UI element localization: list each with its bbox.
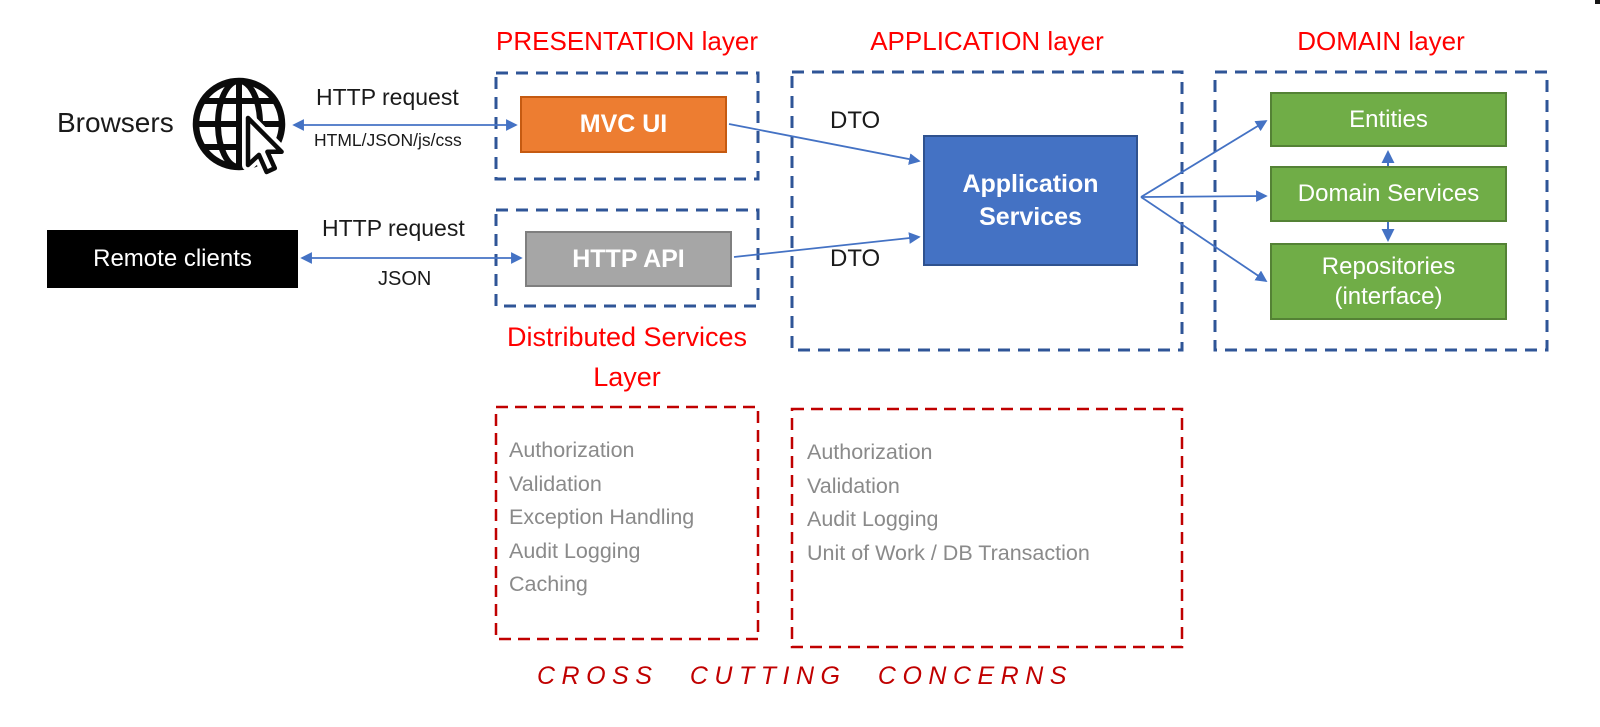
browser-link-sublabel: HTML/JSON/js/css <box>314 130 462 150</box>
domain-layer-frame <box>1213 70 1549 352</box>
title-line: Layer <box>593 362 661 392</box>
concern-item: Validation <box>807 473 900 498</box>
domain-services-node: Domain Services <box>1270 166 1507 222</box>
application-layer-frame <box>790 70 1184 352</box>
domain-layer-title: DOMAIN layer <box>1297 26 1465 56</box>
screen-artifact <box>1595 0 1600 4</box>
browser-link-label: HTTP request <box>316 84 459 110</box>
repositories-label-line: (interface) <box>1334 282 1443 310</box>
concern-item: Caching <box>509 572 588 596</box>
dto-label-bottom: DTO <box>830 245 881 272</box>
http-api-label: HTTP API <box>572 244 685 273</box>
mvc-ui-node: MVC UI <box>520 96 727 153</box>
cross-cutting-title: CROSS CUTTING CONCERNS <box>537 662 1073 690</box>
dto-label-top: DTO <box>830 107 881 134</box>
repositories-label-line: Repositories <box>1321 252 1456 280</box>
globe-cursor-icon <box>192 77 288 178</box>
concern-item: Validation <box>509 471 602 496</box>
remote-link-sublabel: JSON <box>378 268 432 290</box>
remote-clients-label: Remote clients <box>93 245 252 272</box>
concern-item: Authorization <box>509 438 635 462</box>
mvc-appservices-arrow <box>728 123 921 165</box>
application-services-label-line: Services <box>979 202 1082 231</box>
remote-clients-node: Remote clients <box>47 230 298 288</box>
http-api-node: HTTP API <box>525 231 732 287</box>
mvc-ui-label: MVC UI <box>579 110 668 138</box>
appservices-repositories-arrow <box>1140 196 1268 282</box>
entities-node: Entities <box>1270 92 1507 147</box>
remote-link-label: HTTP request <box>322 215 465 241</box>
browsers-label: Browsers <box>57 107 174 138</box>
concern-item: Audit Logging <box>509 538 641 563</box>
domain-services-label: Domain Services <box>1297 180 1480 207</box>
application-concerns-frame <box>790 407 1184 649</box>
repositories-node: Repositories(interface) <box>1270 243 1507 320</box>
application-services-label-line: Application <box>962 169 1099 198</box>
title-line: Distributed Services <box>506 322 748 352</box>
concern-item: Audit Logging <box>807 507 939 531</box>
concern-item: Authorization <box>807 440 933 464</box>
concern-item: Unit of Work / DB Transaction <box>807 540 1090 565</box>
appservices-entities-arrow <box>1140 120 1268 198</box>
presentation-layer-title: PRESENTATION layer <box>496 26 758 56</box>
concern-item: Exception Handling <box>509 505 695 529</box>
application-layer-title: APPLICATION layer <box>870 26 1104 56</box>
appservices-domainservices-arrow <box>1140 190 1268 202</box>
entities-label: Entities <box>1349 105 1428 133</box>
api-appservices-arrow <box>733 232 921 258</box>
